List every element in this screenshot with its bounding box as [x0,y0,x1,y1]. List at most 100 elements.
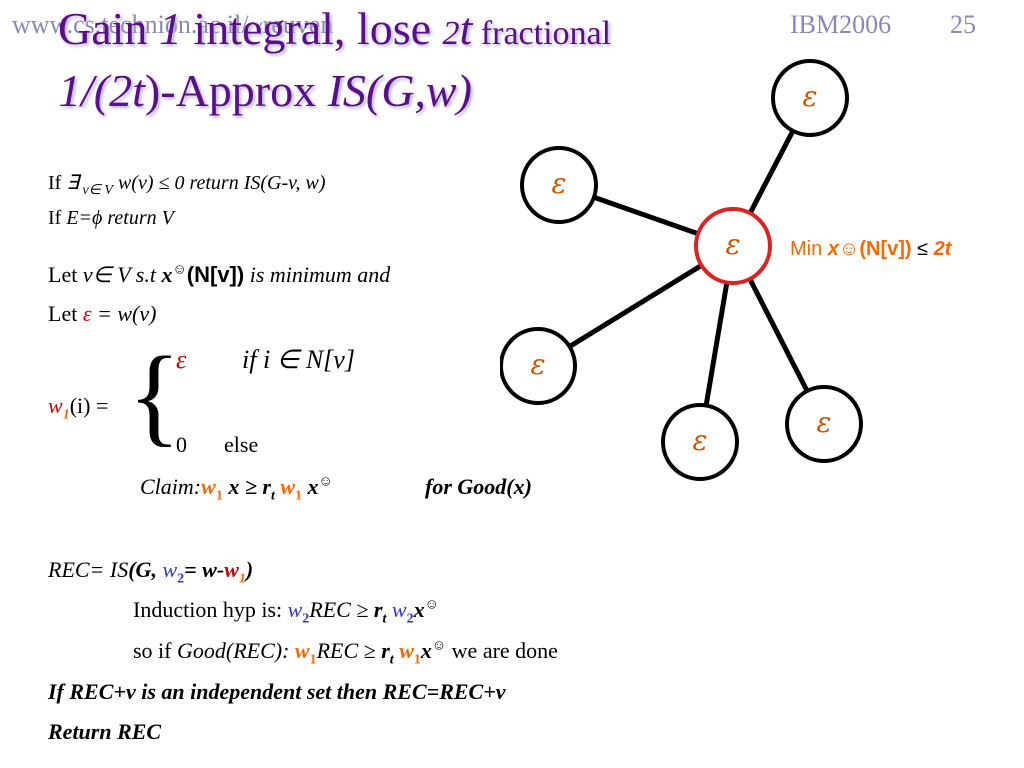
rec-g: (G, [128,557,163,582]
ind-sub2: 2 [302,611,310,627]
x-symbol: x [161,262,173,287]
node-bottom [661,403,739,481]
case-else: else [224,432,259,457]
rec-text: REC= IS [48,557,129,582]
node-left-upper-label: ε [551,167,566,200]
let-rest: = w(v) [91,301,157,326]
case-epsilon-symbol: ε [176,345,187,374]
annotation-min: Min [790,238,828,260]
if-condition: w(v) ≤ 0 return IS(G-v, w) [112,172,326,194]
rec-sub1: 1 [238,571,246,587]
let-keyword: Let [48,301,83,326]
ind-r: r [373,597,383,622]
node-right-lower-label: ε [816,406,831,439]
claim-sub2: 1 [295,488,303,504]
let-epsilon-line: Let ε = w(v) [48,301,156,327]
so-if-line: so if Good(REC): w1REC ≥ rt w1x☺ we are … [133,638,558,668]
rec-close: ) [245,557,254,582]
claim-line: Claim:w1 x ≥ rt w1 x☺ [140,474,333,504]
graph-labels: ε ε ε ε ε ε [530,80,831,457]
rec-sub2: 2 [177,571,185,587]
epsilon-symbol: ε [82,301,92,326]
title-text-b: integral, lose [181,3,443,54]
graph-edges [536,96,827,443]
title-text-a: Gain [58,3,159,54]
claim-w: w [201,474,216,499]
so-x: x [420,638,432,663]
exists-symbol: ∃ [66,172,79,194]
if-keyword: If [48,172,67,194]
ind-x: x [413,597,425,622]
node-right-lower [785,385,863,463]
rec-w2: w [162,557,178,582]
annotation-x: x [827,238,839,260]
so-text: so if [133,638,177,663]
title-approx: )-Approx [144,65,328,116]
rec-w1: w [224,557,239,582]
exists-subscript: v∈ V [78,183,113,198]
return-rec-line: Return REC [48,719,162,744]
so-t: t [389,652,394,668]
min-annotation: Min x☺(N[v]) ≤ 2t [790,238,951,261]
if-rec-line: If REC+v is an independent set then REC=… [48,679,506,704]
rec-line: REC= IS(G, w2= w-w1) [48,557,253,587]
title-one: 1 [158,3,182,54]
smiley-icon: ☺ [172,262,187,278]
ind-w2: w [287,597,303,622]
node-top-label: ε [802,80,817,113]
induction-text: Induction hyp is: [133,597,288,622]
so-sub1: 1 [309,652,317,668]
case-condition: if i ∈ N[v] [242,345,355,374]
brace-icon: { [128,334,181,456]
ind-t: t [382,611,387,627]
w1-symbol: w [48,393,63,418]
claim-x: x ≥ r [222,474,271,499]
neighborhood-text: (N[v]) [186,262,245,287]
annotation-n: (N[v]) [859,238,912,260]
title-t: t [459,3,473,54]
so-rec: REC ≥ [316,638,382,663]
graph-nodes [500,59,863,481]
induction-line: Induction hyp is: w2REC ≥ rt w2x☺ [133,597,439,627]
claim-x2: x [302,474,319,499]
so-w1b: w [393,638,414,663]
so-done: we are done [446,638,558,663]
smiley-icon: ☺ [424,597,439,613]
w1-rest: (i) = [69,393,109,418]
node-left-lower-label: ε [530,348,545,381]
if-negative-weight-line: If ∃ v∈ V w(v) ≤ 0 return IS(G-v, w) [48,170,326,199]
claim-w2: w [274,474,296,499]
case-zero: 0 [176,432,187,457]
node-center-label: ε [725,228,740,261]
smiley-icon: ☺ [431,638,447,654]
claim-label: Claim: [140,474,202,499]
node-top [771,59,849,137]
node-bottom-label: ε [692,424,707,457]
ind-w2b: w [386,597,407,622]
title-ratio: 1/(2t [58,65,145,116]
title-text-c: fractional [472,15,612,52]
source-url: www.cs.technion.ac.il/~reuven [12,10,334,39]
smiley-icon: ☺ [838,238,860,260]
claim-sub: 1 [215,488,223,504]
title-two: 2 [442,15,460,52]
slide-number: 25 [950,10,976,39]
node-left-lower [500,327,577,405]
so-r: r [381,638,390,663]
w1-definition: w1(i) = [48,393,108,423]
let-rest: is minimum and [244,262,391,287]
node-left-upper [520,146,598,224]
star-graph: ε ε ε ε ε ε [500,59,863,481]
let-v-text: v∈ V s.t [82,262,162,287]
claim-t: t [270,488,275,504]
conference-label: IBM2006 [790,10,892,39]
annotation-le: ≤ [911,238,934,260]
case-epsilon: ε [176,345,186,375]
title-is: IS(G,w) [327,65,472,116]
if-empty-edges-line: If E=ϕ return V [48,207,174,230]
rec-eq: = w- [184,557,225,582]
annotation-2t: 2t [933,238,952,260]
smiley-icon: ☺ [318,474,333,490]
so-good: Good(REC): [177,638,295,663]
let-v-line: Let v∈ V s.t x☺(N[v]) is minimum and [48,262,390,288]
